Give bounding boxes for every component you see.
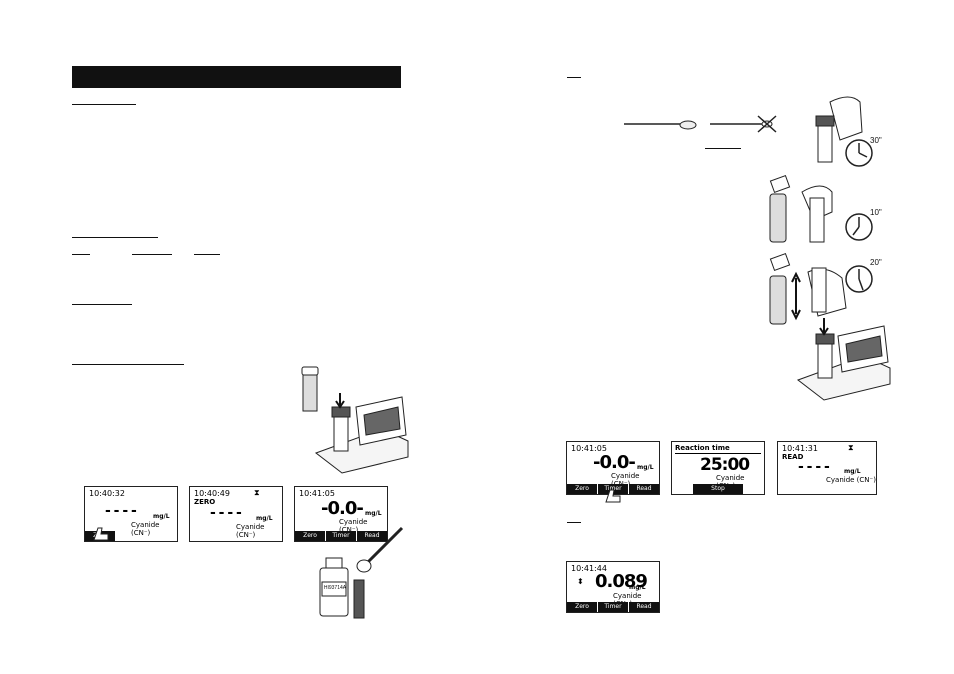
display-value: - - - - [105,503,137,519]
timer-softkey[interactable]: Timer [597,602,628,612]
display-mode: READ [782,453,804,461]
timer-10-label: 10" [870,208,882,217]
display-clock: 10:41:44 [571,564,607,573]
clock-10s-icon [845,213,873,241]
display-title: Reaction time [675,444,730,452]
display-unit: mg/L [629,584,646,591]
hourglass-icon: ⧗ [848,443,854,452]
meter-display-reading: 10:41:31 ⧗ READ - - - - mg/L Cyanide (CN… [777,441,877,495]
meter-display-result: 10:41:44 ⬍ 0.089 mg/L Cyanide (CN⁻) Zero… [566,561,660,613]
display-parameter: Cyanide (CN⁻) [339,518,368,534]
pointing-hand-icon [93,527,109,541]
read-softkey[interactable]: Read [628,602,659,612]
ref-underline-c [194,254,220,255]
display-parameter: Cyanide (CN⁻) [826,476,876,484]
add-reagent-illustration [769,174,833,243]
meter-illustration-right [796,318,891,401]
display-parameter: Cyanide (CN⁻) [131,521,160,537]
display-unit: mg/L [153,513,170,520]
display-value: -0.0- [593,452,636,473]
meter-display-ready: 10:41:05 -0.0- mg/L Cyanide (CN⁻) Zero T… [566,441,660,495]
ref-underline-b [132,254,172,255]
display-mode: ZERO [194,498,216,506]
display-parameter: Cyanide (CN⁻) [236,523,265,539]
display-unit: mg/L [256,515,273,522]
timer-30-label: 30" [870,136,882,145]
display-value: - - - - [210,505,242,521]
section-header-bar [72,66,401,88]
display-clock: 10:41:05 [571,444,607,453]
spoon-illustration [624,115,777,133]
shake-cuvette-illustration [815,96,863,163]
timer-softkey[interactable]: Timer [325,531,356,541]
countdown-value: 25:00 [700,455,750,475]
zero-softkey[interactable]: Zero [295,531,325,541]
reagent-bottle-label: HI93714A [323,585,347,591]
display-value: -0.0- [321,498,364,519]
ref-underline-a [72,254,90,255]
heading-underline-1 [72,104,136,105]
step-underline-1 [567,77,581,78]
pointing-hand-icon [605,489,621,503]
read-softkey[interactable]: Read [628,484,659,494]
clock-30s-icon [845,139,873,167]
timer-20-label: 20" [870,258,882,267]
timer-softkey[interactable]: Timer [597,484,628,494]
meter-display-reaction-time: Reaction time 25:00 Cyanide (CN⁻) Stop [671,441,765,495]
display-unit: mg/L [637,464,654,471]
display-unit: mg/L [844,468,861,475]
result-value: 0.089 [595,571,648,592]
up-down-arrows-icon[interactable]: ⬍ [577,577,584,586]
display-clock: 10:41:05 [299,489,335,498]
heading-underline-2 [72,237,158,238]
cuvette-illustration [301,366,319,412]
reagent-bottle-illustration [319,526,404,619]
meter-display-zeroed: 10:41:05 -0.0- mg/L Cyanide (CN⁻) Zero T… [294,486,388,542]
step-underline-2 [567,522,581,523]
display-unit: mg/L [365,510,382,517]
meter-illustration [314,393,409,474]
display-clock: 10:41:31 [782,444,818,453]
heading-underline-4 [72,364,184,365]
meter-display-zeroing: 10:40:49 ⧗ ZERO - - - - mg/L Cyanide (CN… [189,486,283,542]
stop-softkey[interactable]: Stop [693,484,743,494]
read-softkey[interactable]: Read [356,531,387,541]
clock-20s-icon [845,265,873,293]
display-clock: 10:40:49 [194,489,230,498]
invert-cuvette-illustration [769,252,847,325]
display-value: - - - - [798,459,830,475]
heading-underline-3 [72,304,132,305]
note-underline [705,148,741,149]
zero-softkey[interactable]: Zero [567,602,597,612]
display-clock: 10:40:32 [89,489,125,498]
zero-softkey[interactable]: Zero [567,484,597,494]
title-divider [675,453,761,454]
hourglass-icon: ⧗ [254,488,260,497]
